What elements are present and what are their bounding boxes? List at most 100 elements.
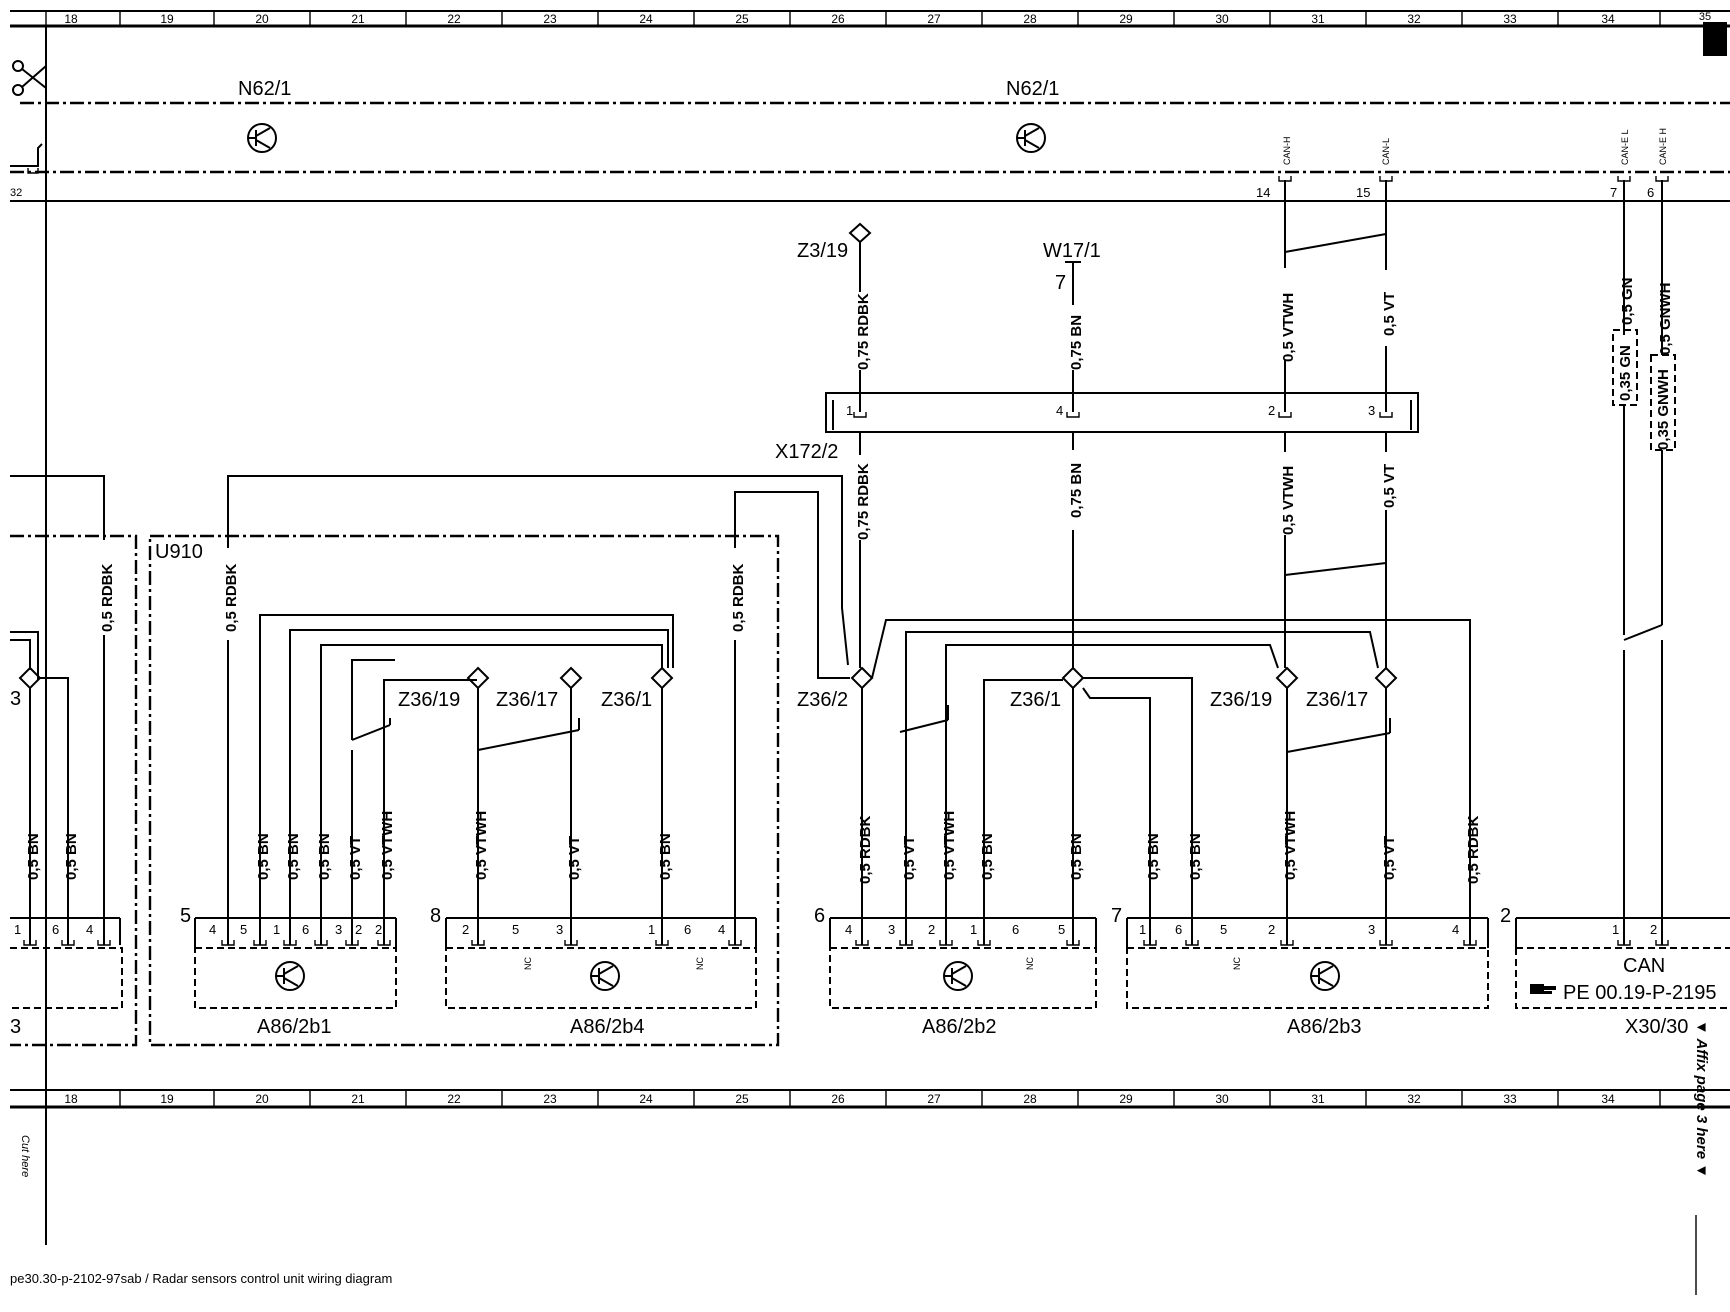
affix-page-label: ▼ Affix page 3 here ▼ [1693, 1020, 1710, 1178]
left-rdbk-route [10, 475, 105, 540]
grid-col-32-bottom: 32 [1407, 1092, 1421, 1106]
wire-label-vtwh05-b1: 0,5 VTWH [379, 811, 396, 880]
svg-text:4: 4 [209, 922, 216, 937]
gn035-splice-box [1612, 329, 1638, 406]
z3-19-label: Z3/19 [797, 240, 848, 262]
z36-2-splice [850, 666, 874, 690]
z36-17-splice-b [1374, 666, 1398, 690]
grid-col-20: 20 [255, 12, 269, 26]
can-el-label: CAN-E L [1620, 129, 1630, 165]
top-grid-ruler: 18 19 20 21 22 23 24 25 26 27 28 29 30 3… [10, 10, 1730, 28]
grid-col-28: 28 [1023, 12, 1037, 26]
a86-2b3-label: A86/2b3 [1287, 1016, 1362, 1038]
svg-text:1: 1 [648, 922, 655, 937]
wire-label-bn05-b1-a: 0,5 BN [255, 833, 272, 880]
left-stub [10, 143, 43, 167]
wire-label-bn05-b2-a: 0,5 BN [979, 833, 996, 880]
grid-col-18: 18 [64, 12, 78, 26]
transistor-icon-a86-2b3 [1310, 961, 1340, 991]
grid-col-27: 27 [927, 12, 941, 26]
w17-1-label: W17/1 [1043, 240, 1101, 262]
wire-label-vt05-b2: 0,5 VT [901, 836, 918, 880]
svg-text:4: 4 [845, 922, 852, 937]
svg-text:5: 5 [512, 922, 519, 937]
wire-label-vtwh05-mid: 0,5 VTWH [1280, 466, 1297, 535]
grid-col-20-bottom: 20 [255, 1092, 269, 1106]
grid-col-34: 34 [1601, 12, 1615, 26]
wire-label-rdbk05-u910-b: 0,5 RDBK [730, 563, 747, 632]
n62-label-a: N62/1 [238, 78, 291, 100]
wire-label-vt05-b3: 0,5 VT [1381, 836, 1398, 880]
grid-col-33-bottom: 33 [1503, 1092, 1517, 1106]
left-module-box [10, 947, 123, 1009]
grid-col-31: 31 [1311, 12, 1325, 26]
x172-pin-4: 4 [1056, 403, 1063, 418]
wire-label-rdbk05-left: 0,5 RDBK [99, 563, 116, 632]
wire-label-gnwh05: 0,5 GNWH [1657, 282, 1674, 355]
nc-b2: NC [1025, 957, 1035, 970]
n62-label-b: N62/1 [1006, 78, 1059, 100]
wire-label-vt05-b4: 0,5 VT [566, 836, 583, 880]
pin-stubs [23, 168, 1669, 946]
footer-caption: pe30.30-p-2102-97sab / Radar sensors con… [10, 1271, 392, 1286]
pin-14: 14 [1256, 185, 1270, 200]
pin-7-can: 7 [1610, 185, 1617, 200]
gnwh035-splice-box [1650, 354, 1676, 451]
wire-label-rdbk05-b2: 0,5 RDBK [857, 815, 874, 884]
svg-text:6: 6 [1012, 922, 1019, 937]
a86-2b1-box [194, 947, 397, 1009]
wire-label-rdbk05-u910-a: 0,5 RDBK [223, 563, 240, 632]
grid-col-22: 22 [447, 12, 461, 26]
svg-text:1: 1 [273, 922, 280, 937]
u910-boundary [148, 534, 780, 1047]
pe-reference-link[interactable]: PE 00.19-P-2195 [1563, 982, 1716, 1004]
svg-text:5: 5 [1220, 922, 1227, 937]
connector-7-label: 7 [1111, 905, 1122, 927]
grid-col-29: 29 [1119, 12, 1133, 26]
left-module-label: 3 [10, 1016, 21, 1038]
z36-19-label-a: Z36/19 [398, 689, 460, 711]
x172-pin-2: 2 [1268, 403, 1275, 418]
svg-text:6: 6 [684, 922, 691, 937]
svg-text:2: 2 [1268, 922, 1275, 937]
wire-label-rdbk05-b3: 0,5 RDBK [1465, 815, 1482, 884]
grid-col-26-bottom: 26 [831, 1092, 845, 1106]
left-pin-32: 32 [10, 187, 22, 199]
wire-label-vtwh05-b3: 0,5 VTWH [1282, 811, 1299, 880]
grid-col-29-bottom: 29 [1119, 1092, 1133, 1106]
pin-15: 15 [1356, 185, 1370, 200]
wire-label-vtwh05-upper: 0,5 VTWH [1280, 293, 1297, 362]
svg-text:6: 6 [302, 922, 309, 937]
svg-text:6: 6 [1175, 922, 1182, 937]
grid-col-23: 23 [543, 12, 557, 26]
transistor-icon-a86-2b2 [943, 961, 973, 991]
bottom-grid-ruler: 18 19 20 21 22 23 24 25 26 27 28 29 30 3… [10, 1089, 1730, 1109]
grid-col-18-bottom: 18 [64, 1092, 78, 1106]
grid-col-30: 30 [1215, 12, 1229, 26]
grid-col-27-bottom: 27 [927, 1092, 941, 1106]
wire-label-bn05-b3-a: 0,5 BN [1145, 833, 1162, 880]
grid-col-21: 21 [351, 12, 365, 26]
z3-19-splice [848, 222, 872, 244]
grid-col-25: 25 [735, 12, 749, 26]
svg-text:3: 3 [888, 922, 895, 937]
a86-2b2-box [829, 947, 1097, 1009]
svg-text:1: 1 [14, 922, 21, 937]
can-label: CAN [1623, 955, 1665, 977]
grid-col-34-bottom: 34 [1601, 1092, 1615, 1106]
pointing-hand-icon [1530, 984, 1556, 994]
svg-text:2: 2 [355, 922, 362, 937]
transistor-icon-n62-a [247, 123, 277, 153]
wire-label-vt05-b1: 0,5 VT [347, 836, 364, 880]
z36-19-splice-b [1275, 666, 1299, 690]
connector-2-label: 2 [1500, 905, 1511, 927]
x30-30-label: X30/30 [1625, 1016, 1688, 1038]
wire-label-gn05: 0,5 GN [1619, 277, 1636, 325]
svg-text:3: 3 [556, 922, 563, 937]
svg-text:3: 3 [1368, 922, 1375, 937]
grid-col-19: 19 [160, 12, 174, 26]
wire-label-bn05-b1-b: 0,5 BN [285, 833, 302, 880]
scissors-icon [12, 60, 47, 96]
wire-label-bn05-b3-b: 0,5 BN [1187, 833, 1204, 880]
